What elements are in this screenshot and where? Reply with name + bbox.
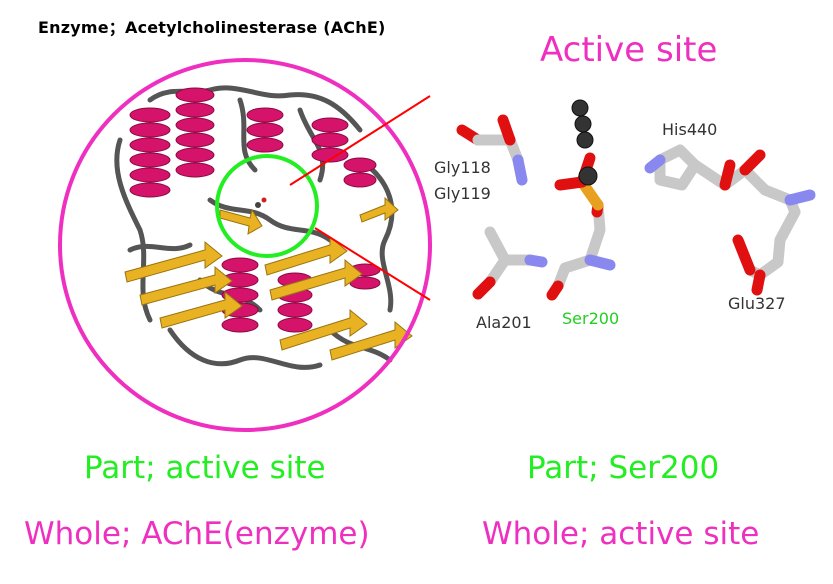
ligand-atom [255, 202, 261, 208]
ala-residue [472, 226, 548, 300]
ligand-spheres [571, 99, 598, 186]
beta-sheets [124, 196, 413, 361]
helix-2 [175, 87, 215, 178]
helix-1 [129, 107, 171, 198]
his-glu-residues [644, 144, 816, 296]
label-glu327: Glu327 [728, 294, 786, 313]
protein-structure [114, 85, 413, 370]
figure-title: Enzyme；Acetylcholinesterase (AChE) [38, 18, 386, 37]
label-his440: His440 [662, 120, 718, 139]
label-gly119: Gly119 [434, 184, 491, 203]
zoom-line-top [289, 95, 431, 186]
caption-right-whole: Whole; active site [482, 516, 760, 552]
zoom-line-bottom [314, 227, 431, 301]
active-site-model [456, 114, 816, 301]
label-gly118: Gly118 [434, 158, 491, 177]
label-ala201: Ala201 [476, 313, 532, 332]
helix-4 [311, 117, 349, 163]
ligand-atom [261, 197, 267, 203]
active-site-circle [215, 154, 319, 258]
gly-residue [456, 114, 528, 186]
caption-left-whole: Whole; AChE(enzyme) [24, 516, 370, 552]
ser-residue [546, 152, 616, 301]
caption-right-part: Part; Ser200 [527, 450, 720, 486]
helix-5 [343, 157, 377, 188]
label-ser200: Ser200 [562, 309, 620, 328]
alpha-helices [129, 87, 381, 333]
helix-3 [246, 107, 284, 153]
caption-left-part: Part; active site [84, 450, 326, 486]
whole-enzyme-ellipse [58, 58, 432, 432]
active-site-title: Active site [540, 30, 718, 70]
